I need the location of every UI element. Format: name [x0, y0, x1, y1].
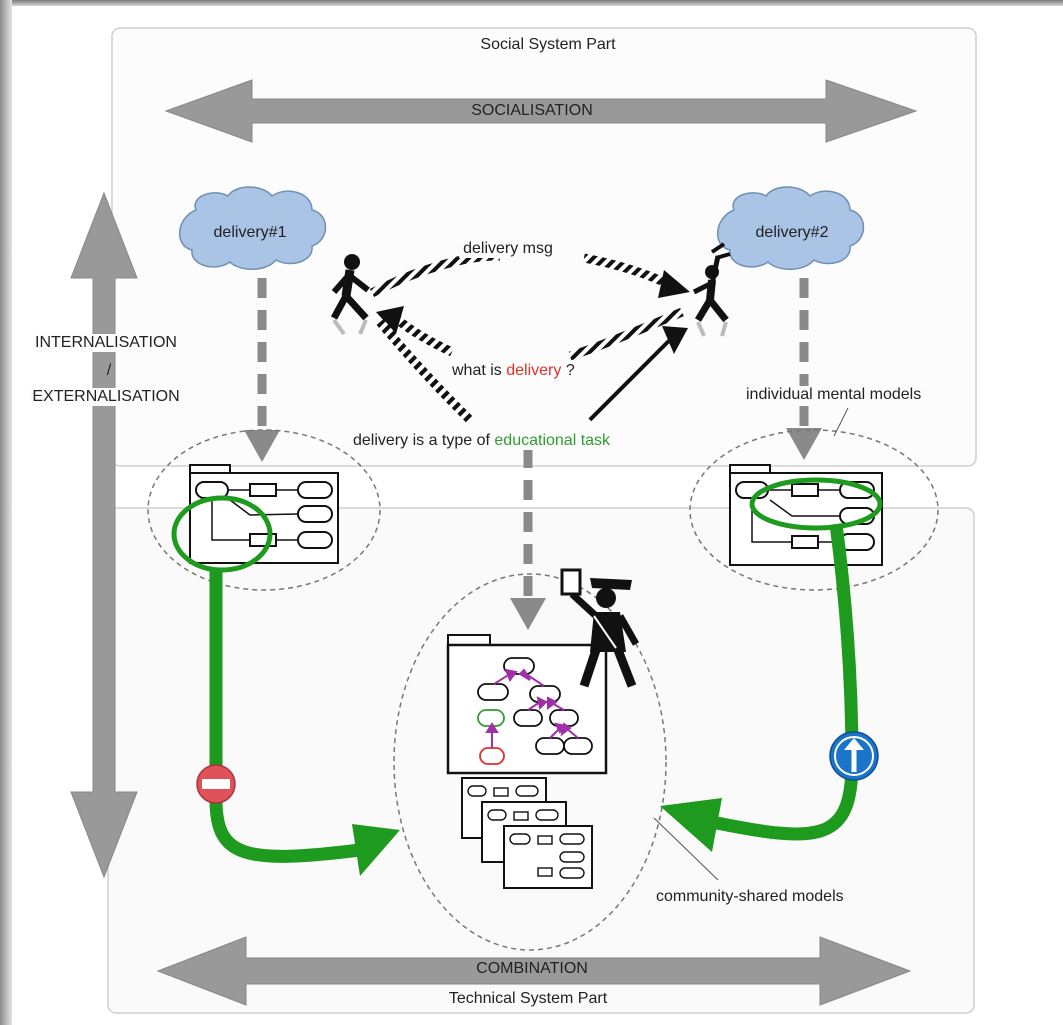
combination-label: COMBINATION — [476, 960, 588, 977]
stick-figure-icon — [330, 254, 370, 336]
internalisation-label: INTERNALISATION — [33, 334, 179, 352]
internalisation-arrow — [70, 191, 138, 879]
combination-arrow — [156, 936, 912, 1006]
externalisation-label: EXTERNALISATION — [30, 388, 182, 406]
social-panel-title: Social System Part — [480, 36, 616, 53]
individual-models-leader — [833, 407, 849, 437]
left-border — [0, 0, 12, 1025]
technical-panel-title: Technical System Part — [448, 990, 608, 1007]
cloud-icon — [178, 186, 327, 270]
top-border — [0, 0, 1063, 6]
stick-figure-icon — [692, 242, 731, 337]
individual-model-ellipse-left — [147, 429, 381, 591]
community-models-leader — [653, 817, 719, 881]
answer-term: educational task — [494, 432, 611, 449]
message-arrow-question — [376, 306, 684, 361]
stacked-models-icon — [461, 777, 593, 889]
answer-label: delivery is a type of educational task — [351, 432, 613, 450]
question-prefix: what is — [452, 362, 507, 379]
cloud-label-left: delivery#1 — [213, 224, 287, 241]
dashed-arrow-left — [244, 278, 280, 462]
cloud-label-right: delivery#2 — [755, 224, 829, 241]
police-figure-icon — [560, 568, 640, 688]
message-arrow-answer — [376, 319, 688, 424]
cloud-icon — [716, 186, 865, 270]
individual-models-label: individual mental models — [746, 386, 922, 404]
community-models-label: community-shared models — [656, 888, 844, 905]
socialisation-arrow — [164, 79, 918, 143]
green-arrowhead-left — [352, 824, 400, 876]
dashed-arrow-right — [786, 278, 822, 460]
green-flow-left — [209, 568, 361, 863]
socialisation-label: SOCIALISATION — [471, 102, 593, 119]
individual-model-ellipse-right — [689, 429, 939, 591]
no-entry-sign-icon — [196, 764, 236, 804]
highlight-ellipse-right — [749, 477, 883, 531]
dashed-arrow-center — [510, 448, 546, 630]
package-model-icon — [446, 634, 608, 775]
answer-prefix: delivery is a type of — [353, 432, 495, 449]
delivery-msg-label: delivery msg — [459, 240, 557, 258]
slash-label: / — [106, 362, 112, 379]
green-arrowhead-right — [660, 798, 722, 852]
package-model-icon — [729, 464, 883, 566]
question-suffix: ? — [561, 362, 575, 379]
up-arrow-sign-icon — [829, 731, 879, 781]
community-model-ellipse — [393, 573, 667, 951]
question-label: what is delivery ? — [450, 362, 577, 380]
question-term: delivery — [506, 362, 562, 379]
